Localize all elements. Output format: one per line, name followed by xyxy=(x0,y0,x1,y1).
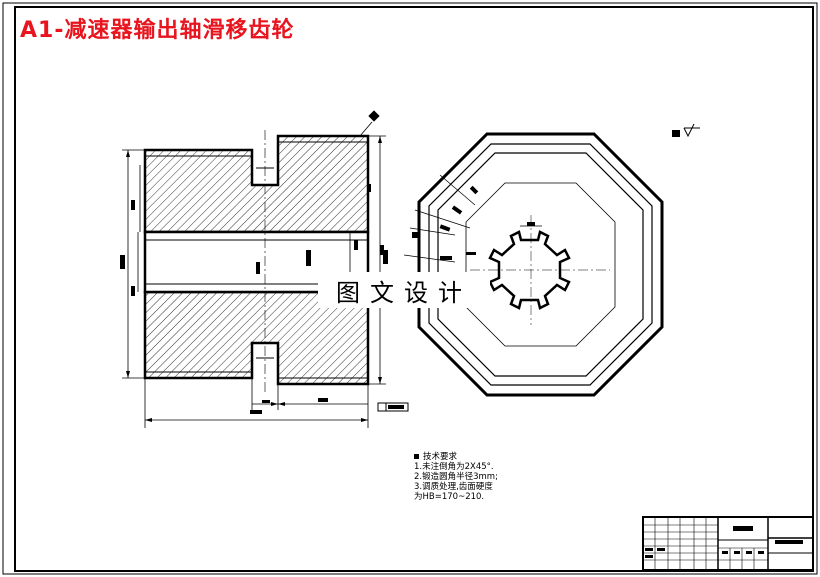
requirement-item: 为HB=170~210. xyxy=(414,492,485,502)
drawing-title: A1-减速器输出轴滑移齿轮 xyxy=(20,18,295,43)
octagon-second xyxy=(428,143,653,386)
requirement-item: 3.调质处理,齿面硬度 xyxy=(414,482,493,492)
geometric-tolerance-frame xyxy=(377,402,409,412)
splined-bore xyxy=(488,230,571,310)
inner-frame xyxy=(14,6,814,572)
octagon-inner xyxy=(465,182,616,347)
octagon-third xyxy=(437,152,644,377)
section-upper-half xyxy=(143,134,370,234)
section-view xyxy=(120,110,409,428)
section-lower-half xyxy=(143,290,370,386)
end-view xyxy=(403,132,664,397)
technical-requirements: 技术要求 1.未注倒角为2X45°. 2.锻造圆角半径3mm; 3.调质处理,齿… xyxy=(414,452,498,502)
technical-requirements-heading: 技术要求 xyxy=(414,452,498,462)
requirement-item: 1.未注倒角为2X45°. xyxy=(414,462,494,472)
surface-roughness-icon xyxy=(672,123,700,138)
requirement-item: 2.锻造圆角半径3mm; xyxy=(414,472,498,482)
octagon-outer xyxy=(417,132,664,397)
title-block xyxy=(642,516,814,571)
watermark-label: 图文设计 xyxy=(318,272,490,308)
